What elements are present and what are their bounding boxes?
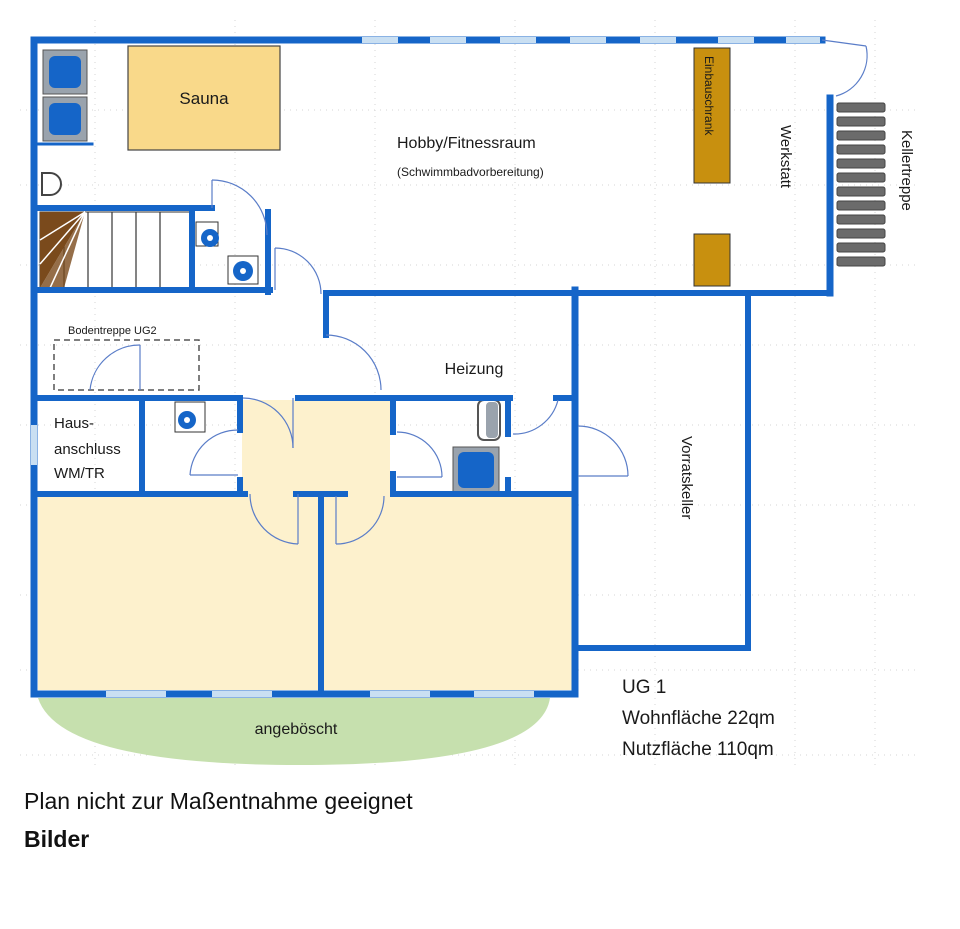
label-hausanschluss-2: anschluss	[54, 441, 121, 458]
sauna-room	[127, 45, 281, 151]
built-in-cabinet	[693, 47, 731, 184]
floor-plan: Sauna Hobby/Fitnessraum (Schwimmbadvorbe…	[20, 20, 920, 770]
staircase-icon	[39, 211, 193, 289]
attic-stair-outline	[53, 339, 200, 391]
washer-dryer-icon	[42, 49, 88, 142]
label-werkstatt: Werkstatt	[777, 125, 794, 189]
label-vorratskeller: Vorratskeller	[678, 436, 695, 519]
floor-wohnflaeche: Wohnfläche 22qm	[622, 708, 775, 729]
slope-area	[38, 698, 550, 765]
label-angeboescht: angeböscht	[255, 721, 338, 738]
floor-nutzflaeche: Nutzfläche 110qm	[622, 739, 774, 760]
toilet-icon	[195, 221, 219, 247]
room-fill-bottom-left	[38, 496, 319, 690]
label-hausanschluss-1: Haus-	[54, 415, 94, 432]
heater-icon	[452, 446, 500, 494]
disclaimer-caption: Plan nicht zur Maßentnahme geeignet	[24, 788, 413, 814]
toilet-lower-icon	[174, 401, 206, 433]
windows	[31, 37, 820, 697]
door-swings	[89, 39, 868, 545]
room-fill-hall	[242, 400, 390, 496]
label-einbauschrank: Einbauschrank	[702, 56, 716, 136]
cellar-stair-icon	[836, 102, 886, 267]
floor-level: UG 1	[622, 677, 666, 698]
boiler-icon	[477, 399, 501, 441]
label-hobby-sub: (Schwimmbadvorbereitung)	[397, 165, 544, 179]
built-in-cabinet-small	[693, 233, 731, 287]
room-fill-bottom-right	[323, 496, 573, 690]
pictures-heading: Bilder	[24, 826, 90, 852]
label-heizung: Heizung	[445, 361, 504, 378]
label-sauna: Sauna	[179, 89, 229, 108]
label-hausanschluss-3: WM/TR	[54, 465, 105, 482]
label-hobby: Hobby/Fitnessraum	[397, 135, 536, 152]
label-kellertreppe: Kellertreppe	[898, 130, 915, 211]
washbasin-icon	[227, 255, 259, 285]
label-bodentreppe: Bodentreppe UG2	[68, 325, 157, 337]
walls	[30, 36, 834, 698]
sink-icon	[41, 172, 62, 196]
